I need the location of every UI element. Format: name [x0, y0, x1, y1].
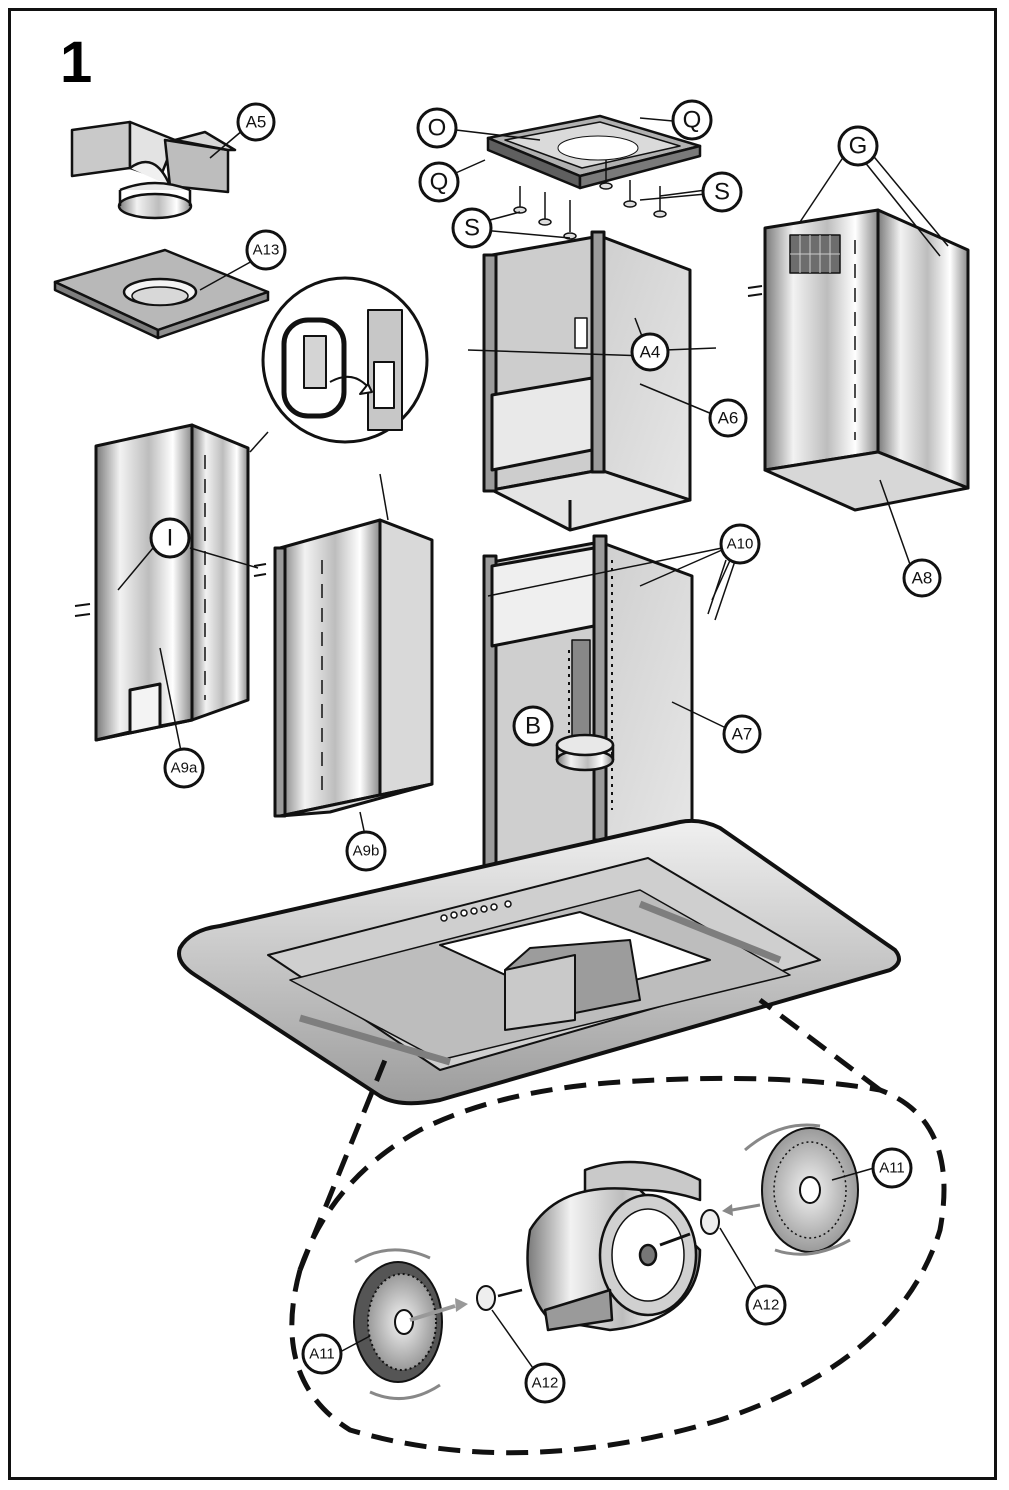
- callout-a5: A5: [236, 102, 276, 142]
- exhaust-collar-b: [555, 733, 615, 772]
- callout-a8: A8: [902, 558, 942, 598]
- svg-text:A10: A10: [727, 536, 754, 553]
- screws-s: [513, 160, 667, 240]
- svg-text:A6: A6: [718, 409, 739, 428]
- base-plate-a13: [53, 248, 270, 340]
- callout-a10: A10: [719, 523, 761, 565]
- connector-left-a12: [476, 1285, 523, 1311]
- callout-a4: A4: [630, 332, 670, 372]
- filter-left-a11: [353, 1248, 468, 1401]
- motor-detail-oval: [289, 998, 947, 1456]
- lower-frame-a7: [482, 534, 694, 868]
- upper-frame-a6: [482, 230, 692, 532]
- filter-right-a11: [722, 1123, 859, 1256]
- duct-adapter-a5: [70, 120, 237, 220]
- ceiling-bracket-plate: [486, 114, 702, 190]
- lower-chimney-a9a: [74, 423, 267, 742]
- callout-g: G: [837, 125, 879, 167]
- svg-text:A5: A5: [246, 113, 267, 132]
- svg-text:I: I: [167, 525, 174, 552]
- callout-b: B: [512, 705, 554, 747]
- hood-canopy: [177, 818, 901, 1106]
- svg-text:A11: A11: [309, 1346, 335, 1363]
- svg-text:G: G: [849, 133, 868, 160]
- leader-lines: [117, 117, 949, 1379]
- control-buttons: [440, 900, 512, 922]
- callout-a7: A7: [722, 714, 762, 754]
- svg-text:O: O: [428, 115, 447, 142]
- svg-text:A4: A4: [640, 343, 661, 362]
- figure-number: 1: [60, 30, 92, 95]
- svg-text:S: S: [464, 215, 480, 242]
- callout-s-left: S: [451, 207, 493, 249]
- callout-s-right: S: [701, 171, 743, 213]
- lower-chimney-a9b: [273, 518, 434, 818]
- svg-text:A8: A8: [912, 569, 933, 588]
- callout-q-top: Q: [671, 99, 713, 141]
- callout-a11-right: A11: [871, 1147, 913, 1189]
- svg-text:A9b: A9b: [353, 843, 380, 860]
- svg-text:B: B: [525, 713, 541, 740]
- detail-magnifier: [249, 276, 429, 521]
- svg-text:A7: A7: [732, 725, 753, 744]
- callout-i: I: [149, 517, 191, 559]
- svg-text:A12: A12: [753, 1297, 780, 1314]
- svg-text:A12: A12: [532, 1375, 559, 1392]
- svg-text:A9a: A9a: [171, 760, 198, 777]
- svg-text:Q: Q: [683, 107, 702, 134]
- callout-a13: A13: [245, 229, 287, 271]
- callout-q-left: Q: [418, 161, 460, 203]
- svg-text:A11: A11: [879, 1160, 905, 1177]
- callout-o: O: [416, 107, 458, 149]
- callouts: A5 A13 O Q Q S S G: [149, 99, 942, 1404]
- svg-text:Q: Q: [430, 169, 449, 196]
- callout-a6: A6: [708, 398, 748, 438]
- upper-chimney-a8: [747, 208, 970, 512]
- callout-a9a: A9a: [163, 747, 205, 789]
- connector-right-a12: [700, 1209, 720, 1235]
- callout-a11-left: A11: [301, 1333, 343, 1375]
- svg-text:A13: A13: [253, 242, 280, 259]
- svg-text:S: S: [714, 179, 730, 206]
- motor-blower: [526, 1160, 702, 1332]
- callout-a12-right: A12: [745, 1284, 787, 1326]
- callout-a12-left: A12: [524, 1362, 566, 1404]
- callout-a9b: A9b: [345, 830, 387, 872]
